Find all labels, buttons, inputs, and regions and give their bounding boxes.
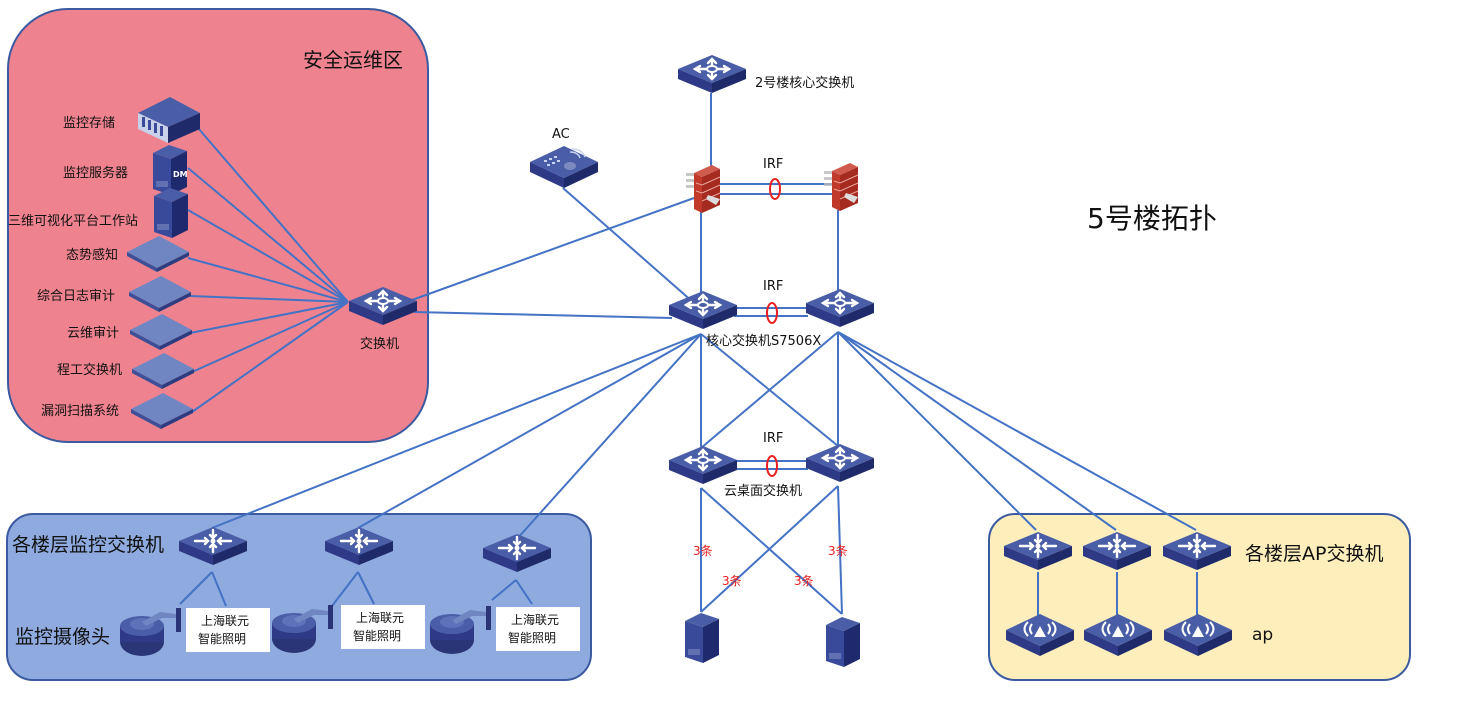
device-label: 综合日志审计 [37,289,115,304]
ap-label: ap [1252,625,1273,645]
device-label: 程工交换机 [57,362,122,378]
camera-zone-title: 各楼层监控交换机 [12,534,164,556]
svg-text:智能照明: 智能照明 [508,630,556,645]
svg-text:上海联元: 上海联元 [201,613,249,628]
lighting-label-box: 上海联元 智能照明 [186,608,270,652]
links [179,93,1198,616]
workstation-icon [154,188,188,238]
ac-label: AC [552,127,570,142]
link [197,127,349,303]
link [413,311,673,319]
cloud-switch-icon-right [804,442,876,484]
lighting-label-box: 上海联元 智能照明 [341,605,425,649]
core-switch-icon-right [804,287,876,329]
cable-count-label: 3条 [828,544,848,558]
link [187,209,349,303]
cloud-server-icon-left [685,613,719,663]
security-switch-label: 交换机 [360,336,399,352]
device-label: 三维可视化平台工作站 [8,214,138,229]
svg-text:智能照明: 智能照明 [353,628,401,643]
diagram-title: 5号楼拓扑 [1087,202,1217,235]
firewall-icon-left [685,164,721,214]
server-dm-icon: DM [153,145,188,195]
device-label: 监控服务器 [63,165,128,181]
cable-count-label: 3条 [794,574,814,588]
irf-ring-firewall [769,178,781,200]
core-switch-icon-left [667,289,739,331]
security-zone-title: 安全运维区 [303,48,403,72]
ap-zone-title: 各楼层AP交换机 [1245,543,1383,565]
security-zone [7,8,429,443]
cloud-switch-icon-left [667,444,739,486]
link [187,167,349,303]
building2-core-label: 2号楼核心交换机 [755,75,854,91]
link [411,197,695,301]
link [562,187,703,311]
building2-core-switch-icon [676,53,748,95]
core-irf-label: IRF [763,279,783,294]
link [191,301,349,373]
link [189,295,349,303]
core-switch-label: 核心交换机S7506X [706,333,821,349]
cloud-server-icon-right [826,617,860,667]
cable-count-label: 3条 [722,574,742,588]
device-label: 漏洞扫描系统 [41,403,119,419]
storage-icon [138,97,200,143]
device-label: 监控存储 [63,116,115,131]
svg-text:智能照明: 智能照明 [198,631,246,646]
link [187,257,349,303]
link [189,301,349,334]
cloud-irf-label: IRF [763,431,783,446]
camera-label: 监控摄像头 [15,626,110,648]
ac-icon [530,146,598,188]
device-label: 态势感知 [66,247,118,263]
device-label: 云维审计 [67,326,119,341]
link [191,301,349,413]
svg-text:上海联元: 上海联元 [356,610,404,625]
irf-ring-cloud [766,455,778,477]
cloud-switch-label: 云桌面交换机 [724,483,802,499]
svg-text:DM: DM [173,170,188,179]
svg-text:上海联元: 上海联元 [511,612,559,627]
firewall-icon-right [823,162,859,212]
cable-count-label: 3条 [693,544,713,558]
firewall-irf-label: IRF [763,157,783,172]
lighting-label-box: 上海联元 智能照明 [496,607,580,651]
irf-ring-core [766,302,778,324]
